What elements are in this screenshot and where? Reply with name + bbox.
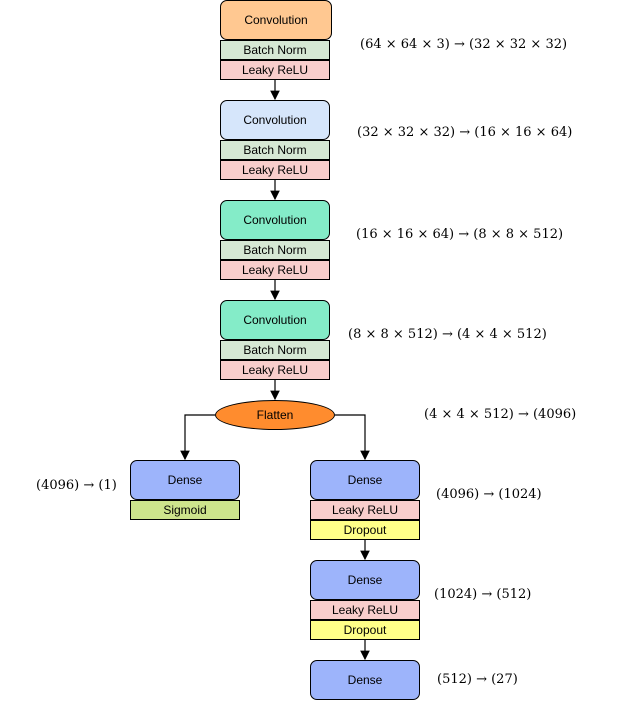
dims-label-dense-3: (512) → (27) (437, 672, 518, 687)
dense-layer-3: Dense (310, 660, 420, 700)
leaky-relu-layer-1: Leaky ReLU (220, 60, 330, 80)
flatten-layer: Flatten (215, 400, 335, 430)
conv-layer-4: Convolution (220, 300, 330, 340)
dims-label-conv-1: (64 × 64 × 3) → (32 × 32 × 32) (360, 37, 568, 52)
arrow-flatten-left-dense (180, 414, 215, 461)
dims-label-flatten: (4 × 4 × 512) → (4096) (424, 407, 577, 422)
arrow-flatten-right-dense (335, 414, 370, 461)
dims-label-conv-2: (32 × 32 × 32) → (16 × 16 × 64) (357, 125, 573, 140)
dims-label-dense-1: (4096) → (1024) (436, 487, 542, 502)
conv-layer-3: Convolution (220, 200, 330, 240)
dense-layer-1: Dense (310, 460, 420, 500)
dims-label-conv-3: (16 × 16 × 64) → (8 × 8 × 512) (356, 227, 564, 242)
dims-label-left-dense: (4096) → (1) (36, 478, 117, 493)
dropout-layer-1: Dropout (310, 520, 420, 540)
sigmoid-layer: Sigmoid (130, 500, 240, 520)
dims-label-conv-4: (8 × 8 × 512) → (4 × 4 × 512) (348, 327, 547, 342)
leaky-relu-dense-2: Leaky ReLU (310, 600, 420, 620)
batch-norm-layer-3: Batch Norm (220, 240, 330, 260)
conv-layer-1: Convolution (220, 0, 332, 40)
dense-layer-2: Dense (310, 560, 420, 600)
dropout-layer-2: Dropout (310, 620, 420, 640)
leaky-relu-dense-1: Leaky ReLU (310, 500, 420, 520)
batch-norm-layer-1: Batch Norm (220, 40, 330, 60)
leaky-relu-layer-4: Leaky ReLU (220, 360, 330, 380)
batch-norm-layer-2: Batch Norm (220, 140, 330, 160)
dense-layer-output-sigmoid: Dense (130, 460, 240, 500)
conv-layer-2: Convolution (220, 100, 330, 140)
leaky-relu-layer-2: Leaky ReLU (220, 160, 330, 180)
dims-label-dense-2: (1024) → (512) (434, 587, 532, 602)
batch-norm-layer-4: Batch Norm (220, 340, 330, 360)
leaky-relu-layer-3: Leaky ReLU (220, 260, 330, 280)
